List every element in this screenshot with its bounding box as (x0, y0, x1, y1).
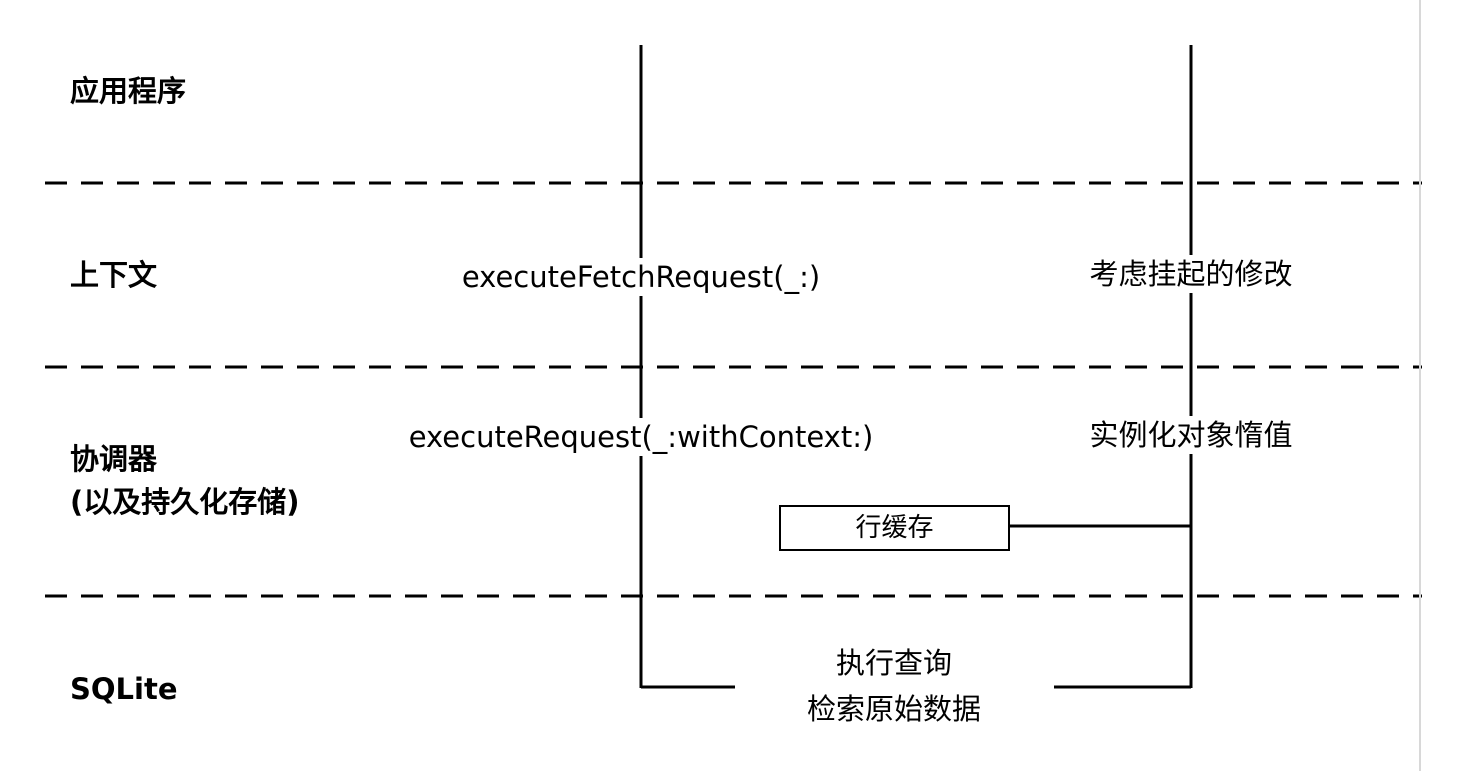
page-edge-divider (1419, 0, 1421, 771)
lane-label-sqlite: SQLite (70, 668, 178, 710)
row-cache-box: 行缓存 (779, 505, 1010, 551)
message-consider-pending-changes: 考虑挂起的修改 (1081, 255, 1301, 293)
message-execute-query: 执行查询 (827, 644, 961, 682)
message-execute-request: executeRequest(_:withContext:) (400, 418, 882, 456)
message-instantiate-objects: 实例化对象惰值 (1081, 416, 1301, 454)
lane-label-coordinator: 协调器 (70, 438, 158, 480)
message-retrieve-raw-data: 检索原始数据 (798, 690, 990, 728)
message-execute-fetch-request: executeFetchRequest(_:) (453, 258, 829, 296)
lane-label-context: 上下文 (70, 254, 158, 296)
lane-label-application: 应用程序 (70, 70, 187, 112)
lane-label-coordinator-subtitle: (以及持久化存储) (70, 481, 300, 523)
